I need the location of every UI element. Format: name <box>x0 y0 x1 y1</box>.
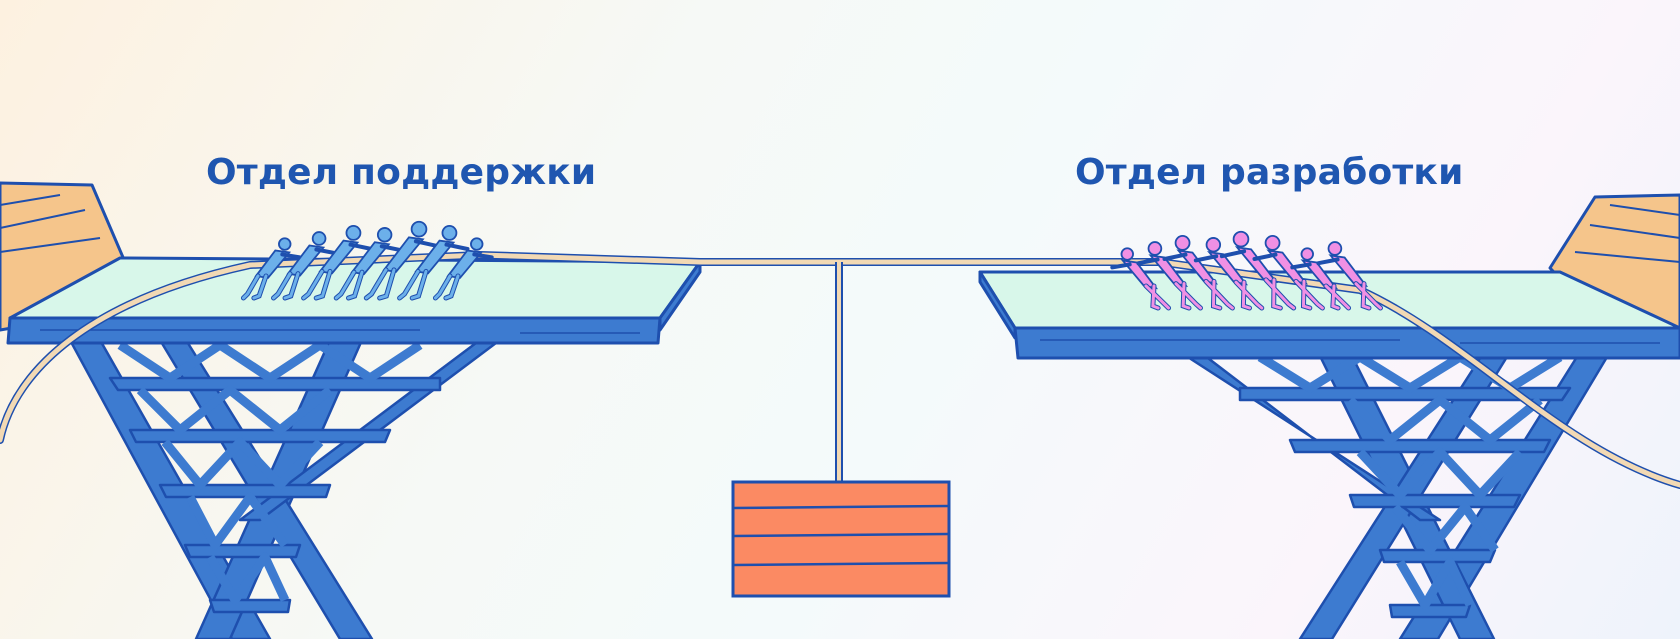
tug-of-war-figure <box>1193 237 1265 311</box>
tug-of-war-figure <box>271 231 338 301</box>
right-deck <box>978 270 1680 360</box>
right-team-pullers <box>1110 230 1383 311</box>
right-team-label: Отдел разработки <box>1075 152 1464 193</box>
tug-of-war-figure <box>1162 234 1235 311</box>
tug-of-war-figure <box>397 224 470 301</box>
left-truss <box>68 338 502 639</box>
tug-of-war-figure <box>432 237 494 301</box>
tug-of-war-figure <box>1290 247 1352 311</box>
tug-of-war-figure <box>301 224 374 301</box>
tug-of-war-figure <box>1136 241 1203 311</box>
tug-of-war-figure <box>363 220 441 301</box>
right-truss <box>1178 350 1612 639</box>
tug-of-war-figure <box>1252 234 1325 311</box>
tug-of-war-figure <box>1219 230 1297 311</box>
left-team-label: Отдел поддержки <box>206 152 597 193</box>
left-team-pullers <box>240 220 494 301</box>
hanging-weight <box>731 480 951 598</box>
tug-of-war-figure <box>240 237 302 301</box>
rope <box>0 250 1680 489</box>
tug-of-war-figure <box>1316 241 1383 311</box>
